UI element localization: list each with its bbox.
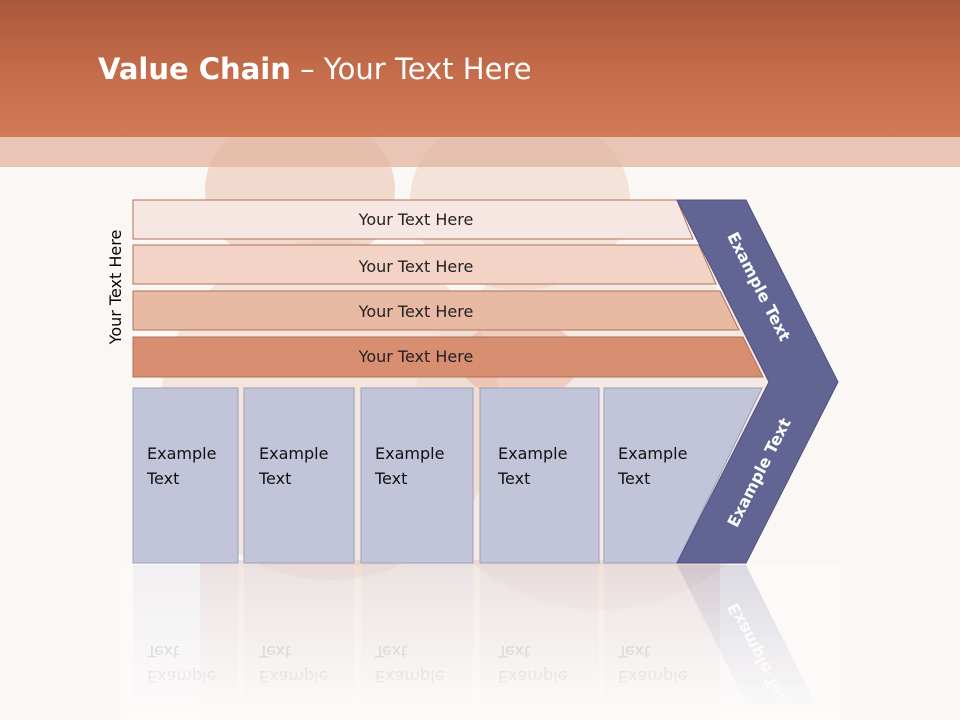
support-row-2 (132, 244, 717, 285)
primary-box-5-line1: Example (618, 444, 687, 463)
primary-box-4-line2: Text (497, 469, 530, 488)
primary-box-3-line2: Text (374, 469, 407, 488)
support-row-2-label: Your Text Here (358, 257, 474, 276)
primary-box-3 (360, 387, 474, 564)
support-row-4-label: Your Text Here (358, 347, 474, 366)
primary-box-4-line1: Example (498, 444, 567, 463)
support-row-1-label: Your Text Here (358, 210, 474, 229)
primary-box-2-line2: Text (258, 469, 291, 488)
support-row-3-label: Your Text Here (358, 302, 474, 321)
support-rows: Your Text Here Your Text Here Your Text … (132, 199, 764, 378)
slide-title-bold: Value Chain (98, 52, 291, 86)
vertical-label: Your Text Here (106, 230, 125, 346)
primary-box-4 (479, 387, 600, 564)
header-band (0, 137, 960, 167)
margin-chevron (676, 199, 839, 564)
primary-boxes: Example Text Example Text Example Text E… (132, 387, 763, 564)
primary-box-1-line1: Example (147, 444, 216, 463)
primary-box-3-line1: Example (375, 444, 444, 463)
primary-box-2-line1: Example (259, 444, 328, 463)
primary-box-5-line2: Text (617, 469, 650, 488)
slide-title: Value Chain – Your Text Here (98, 52, 532, 86)
slide-title-rest: – Your Text Here (290, 52, 532, 86)
primary-box-1-line2: Text (146, 469, 179, 488)
support-row-1 (132, 199, 694, 240)
header-bar (0, 0, 960, 137)
diagram-reflection: Example Text Example Text Example Text E… (120, 565, 840, 720)
support-row-3 (132, 290, 740, 331)
primary-box-1 (132, 387, 239, 564)
primary-box-2 (243, 387, 355, 564)
support-row-4 (132, 336, 764, 378)
